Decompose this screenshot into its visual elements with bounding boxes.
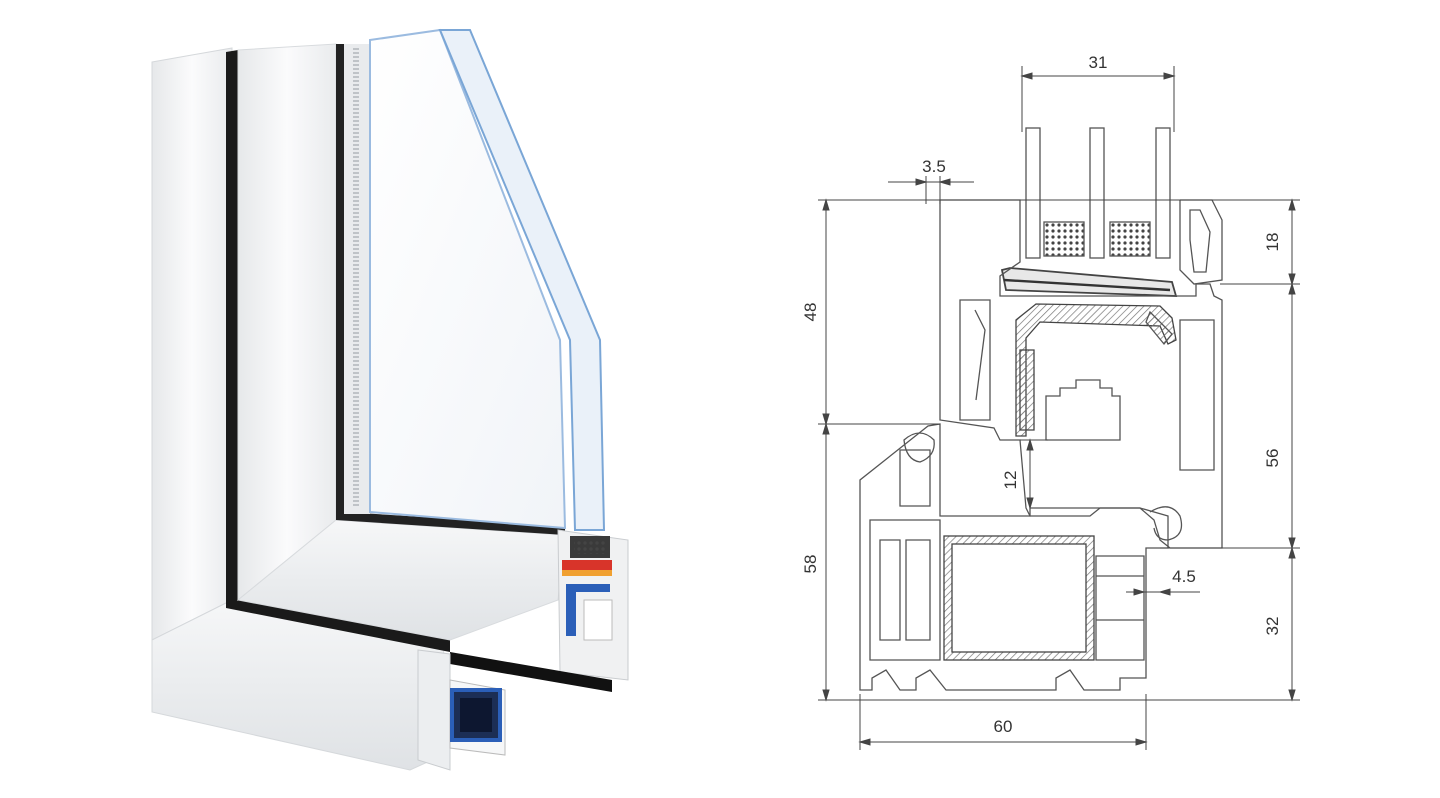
dim-sash-height: 56 — [1263, 449, 1282, 468]
dim-bead-height: 18 — [1263, 233, 1282, 252]
glass-pane-back — [369, 28, 567, 530]
dim-rebate: 12 — [1001, 471, 1020, 490]
dimension-labels: 31 3.5 48 18 56 12 58 4.5 32 60 — [801, 53, 1282, 736]
sash-profile — [939, 199, 1223, 549]
dim-wall: 4.5 — [1172, 567, 1196, 586]
profile-section — [417, 529, 629, 771]
glass-pane-front — [438, 29, 606, 531]
technical-drawing — [818, 66, 1300, 750]
dim-frame-right: 32 — [1263, 617, 1282, 636]
dim-gasket: 3.5 — [922, 157, 946, 176]
spacer-strip — [344, 44, 370, 514]
dimension-lines — [818, 66, 1300, 750]
dim-frame-left: 58 — [801, 555, 820, 574]
glazing-panes — [1025, 127, 1171, 259]
dim-depth: 60 — [994, 717, 1013, 736]
outer-frame-vertical — [151, 47, 233, 641]
spacer-left — [1043, 221, 1085, 257]
dim-upper-left: 48 — [801, 303, 820, 322]
frame-profile — [859, 423, 1169, 691]
dim-glazing-width: 31 — [1089, 53, 1108, 72]
spacer-right — [1109, 221, 1151, 257]
sash-vertical — [237, 43, 337, 602]
window-corner-render — [151, 28, 629, 771]
glazing-bead — [1000, 267, 1178, 297]
